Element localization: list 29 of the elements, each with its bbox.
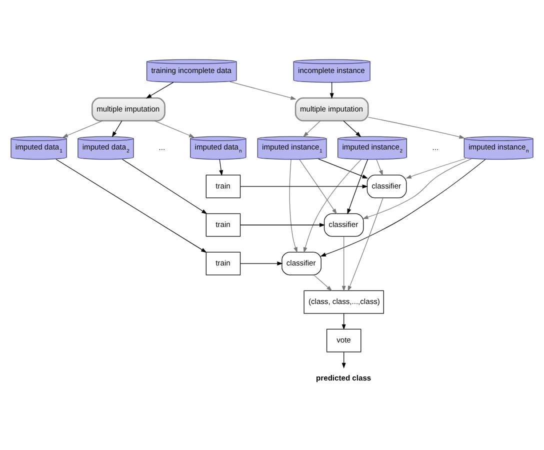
arrow <box>368 116 465 139</box>
arrow <box>289 159 298 253</box>
arrow <box>406 158 466 179</box>
arrow <box>146 82 174 99</box>
arrow <box>376 159 383 176</box>
arrow <box>229 81 296 100</box>
arrow <box>320 159 486 256</box>
arrow <box>342 313 346 330</box>
arrow <box>330 82 334 99</box>
arrow <box>62 120 103 138</box>
arrow <box>219 159 224 176</box>
arrow <box>348 198 384 292</box>
arrow <box>342 236 346 292</box>
arrow <box>240 184 368 188</box>
arrow <box>154 120 195 138</box>
arrow <box>56 158 207 253</box>
arrow <box>347 159 368 214</box>
arrow <box>240 262 283 266</box>
arrow <box>313 274 332 292</box>
arrow <box>342 352 346 369</box>
arrow <box>343 120 362 138</box>
arrow <box>240 223 326 227</box>
arrow <box>122 158 208 214</box>
arrow <box>318 158 368 178</box>
arrow <box>299 159 337 214</box>
arrow <box>302 120 321 138</box>
arrow <box>303 159 362 253</box>
arrow <box>112 120 122 138</box>
arrow <box>362 158 472 220</box>
